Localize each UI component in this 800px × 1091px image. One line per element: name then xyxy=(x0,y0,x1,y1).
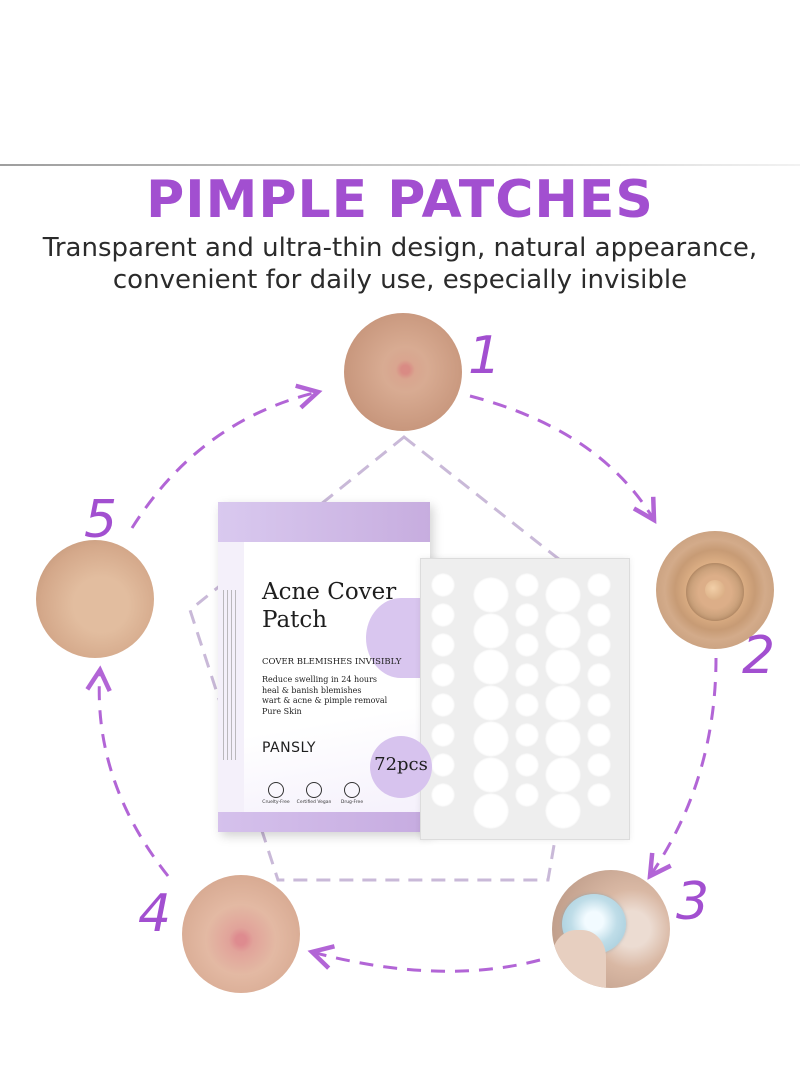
step-number-4: 4 xyxy=(138,884,172,944)
product-tagline: COVER BLEMISHES INVISIBLY xyxy=(262,657,402,667)
top-divider xyxy=(0,164,800,166)
patch-dot xyxy=(587,633,611,657)
pentagon-outline xyxy=(188,435,600,882)
patch-dot xyxy=(587,783,611,807)
patch-dot xyxy=(431,753,455,777)
product-name-line-2: Patch xyxy=(262,607,328,633)
patch-dot xyxy=(515,753,539,777)
rabbit-icon xyxy=(268,782,284,798)
patch-count: 72pcs xyxy=(374,754,428,775)
count-badge: 72pcs xyxy=(370,736,432,798)
badge-drug-free: Drug-Free xyxy=(334,782,370,805)
patch-dot xyxy=(515,693,539,717)
benefit-list: Reduce swelling in 24 hours heal & banis… xyxy=(262,675,432,717)
patch-dot xyxy=(587,603,611,627)
patch-dot xyxy=(473,577,509,613)
patch-dot xyxy=(473,721,509,757)
arrow-1-to-2 xyxy=(469,394,654,520)
patch-dot xyxy=(515,723,539,747)
pimple-dome xyxy=(705,580,725,600)
patch-dot xyxy=(431,573,455,597)
patch-dot xyxy=(431,663,455,687)
certification-badges: Cruelty-Free Certified Vegan Drug-Free xyxy=(258,782,368,812)
patch-dot xyxy=(545,793,581,829)
box-bottom-band xyxy=(218,812,430,832)
benefit-item: Reduce swelling in 24 hours xyxy=(262,675,377,684)
step-1-image xyxy=(344,313,462,431)
spine-fine-print xyxy=(223,590,239,760)
box-top-band xyxy=(218,502,430,542)
page-title: PIMPLE PATCHES xyxy=(146,170,654,230)
patch-sheet xyxy=(420,558,630,840)
patch-dot xyxy=(545,685,581,721)
step-5-image xyxy=(36,540,154,658)
finger xyxy=(552,930,606,988)
brand-name: PANSLY xyxy=(262,740,316,756)
patch-dot xyxy=(545,721,581,757)
step-number-2: 2 xyxy=(742,626,776,686)
patch-dot xyxy=(587,693,611,717)
patch-dot xyxy=(473,793,509,829)
patch-dot xyxy=(473,685,509,721)
patch-dot xyxy=(515,663,539,687)
arrow-2-to-3 xyxy=(650,657,718,876)
patch-dot xyxy=(545,613,581,649)
product-name-line-1: Acne Cover xyxy=(262,579,397,605)
patch-dot xyxy=(431,693,455,717)
benefit-item: Pure Skin xyxy=(262,706,302,716)
patch-dot xyxy=(515,603,539,627)
step-number-1: 1 xyxy=(468,326,502,386)
patch-dot xyxy=(515,573,539,597)
patch-dot xyxy=(545,577,581,613)
page-subtitle: Transparent and ultra-thin design, natur… xyxy=(20,232,780,296)
step-3-image xyxy=(552,870,670,988)
product-name: Acne Cover Patch xyxy=(262,578,432,634)
benefit-item: heal & banish blemishes xyxy=(262,685,362,695)
patch-dot xyxy=(515,783,539,807)
arrow-5-to-1 xyxy=(130,392,318,529)
patch-dot xyxy=(545,757,581,793)
pill-icon xyxy=(344,782,360,798)
patch-dot xyxy=(431,783,455,807)
arrow-4-to-5 xyxy=(99,670,170,877)
box-spine xyxy=(218,542,244,812)
patch-dot xyxy=(431,633,455,657)
patch-dot xyxy=(431,723,455,747)
patch-dot xyxy=(473,613,509,649)
patch-dot xyxy=(587,723,611,747)
step-2-image xyxy=(656,531,774,649)
arrow-3-to-4 xyxy=(312,952,541,973)
patch-dot xyxy=(473,757,509,793)
patch-dot xyxy=(545,649,581,685)
step-number-3: 3 xyxy=(676,872,710,932)
subtitle-line-2: convenient for daily use, especially inv… xyxy=(112,265,688,295)
step-number-5: 5 xyxy=(84,490,118,550)
leaf-icon xyxy=(306,782,322,798)
patch-dot xyxy=(587,573,611,597)
patch-dot xyxy=(515,633,539,657)
patch-dot xyxy=(473,649,509,685)
patch-dot xyxy=(587,663,611,687)
benefit-item: wart & acne & pimple removal xyxy=(262,696,388,705)
subtitle-line-1: Transparent and ultra-thin design, natur… xyxy=(42,233,758,263)
patch-dot xyxy=(587,753,611,777)
badge-cruelty-free: Cruelty-Free xyxy=(258,782,294,805)
patch-dot xyxy=(431,603,455,627)
step-4-image xyxy=(182,875,300,993)
badge-certified-vegan: Certified Vegan xyxy=(296,782,332,805)
